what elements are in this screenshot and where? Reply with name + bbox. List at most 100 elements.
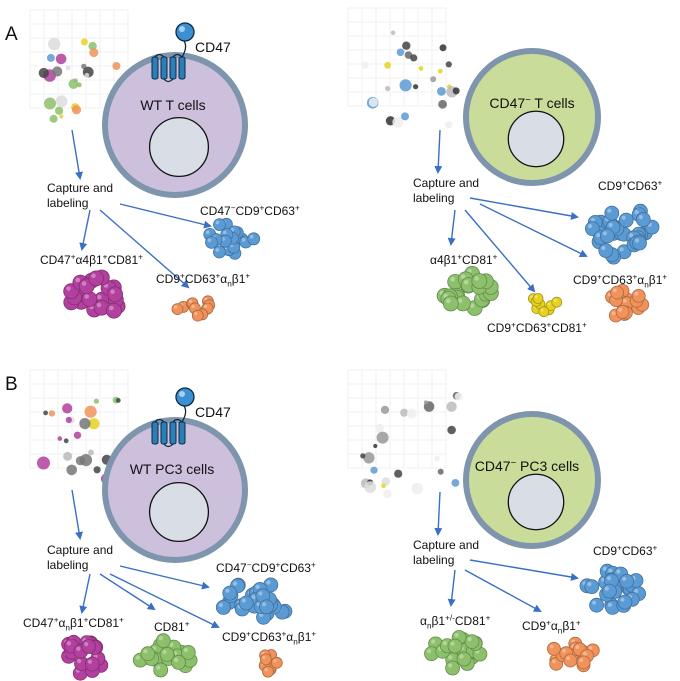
vesicle bbox=[205, 235, 218, 249]
released-vesicle bbox=[396, 48, 405, 57]
vesicle-highlight bbox=[143, 649, 148, 654]
vesicle-highlight bbox=[622, 299, 627, 303]
nucleus bbox=[507, 473, 565, 531]
a-ko-capture-label: labeling bbox=[413, 191, 454, 205]
vesicle-highlight bbox=[587, 224, 593, 229]
vesicle-highlight bbox=[582, 651, 587, 656]
vesicle bbox=[598, 243, 614, 258]
released-vesicle bbox=[406, 408, 417, 419]
vesicle-highlight bbox=[602, 566, 607, 571]
a-ko-group-label: CD9+CD63+αnβ1+ bbox=[573, 272, 667, 289]
vesicle bbox=[81, 291, 98, 308]
released-vesicle bbox=[380, 405, 390, 414]
vesicle bbox=[631, 288, 646, 303]
receptor-helix bbox=[178, 56, 186, 80]
vesicle-highlight bbox=[174, 657, 179, 663]
vesicle bbox=[445, 660, 461, 676]
released-vesicle bbox=[44, 97, 56, 110]
vesicle bbox=[270, 656, 283, 669]
vesicle-highlight bbox=[463, 280, 469, 285]
vesicle bbox=[619, 573, 635, 589]
vesicle bbox=[471, 273, 488, 289]
released-vesicle bbox=[413, 84, 419, 90]
vesicle-highlight bbox=[84, 642, 89, 647]
vesicle-highlight bbox=[534, 295, 538, 299]
released-vesicle bbox=[66, 464, 77, 476]
b-wt-vesicle-cluster bbox=[258, 649, 283, 678]
vesicle bbox=[247, 232, 261, 246]
receptor-stalk bbox=[181, 40, 187, 58]
vesicle-highlight bbox=[634, 238, 640, 243]
vesicle-highlight bbox=[427, 649, 432, 654]
released-vesicle bbox=[454, 392, 463, 401]
cd47-ligand-head bbox=[175, 387, 195, 407]
released-vesicle bbox=[445, 61, 452, 68]
vesicle-highlight bbox=[77, 658, 82, 664]
released-vesicle bbox=[446, 401, 457, 412]
b-wt-group-label: CD9+CD63+αnβ1+ bbox=[222, 629, 316, 646]
b-ko-release-arrow bbox=[434, 491, 443, 536]
vesicle-highlight bbox=[81, 281, 87, 286]
vesicle-highlight bbox=[621, 215, 626, 220]
vesicle-highlight bbox=[431, 639, 436, 644]
a-wt-cd47-receptor bbox=[151, 22, 195, 83]
released-vesicle bbox=[79, 418, 91, 430]
vesicle-highlight bbox=[579, 658, 584, 662]
vesicle bbox=[532, 293, 544, 304]
released-vesicle bbox=[437, 68, 443, 74]
released-vesicle bbox=[370, 466, 378, 474]
vesicle bbox=[599, 228, 615, 244]
vesicle-highlight bbox=[204, 304, 208, 308]
vesicle-highlight bbox=[460, 274, 466, 279]
vesicle-highlight bbox=[590, 217, 596, 223]
b-ko-group-label: αnβ1+/-CD81+ bbox=[420, 613, 491, 630]
released-vesicle bbox=[63, 438, 69, 444]
vesicle bbox=[81, 639, 97, 654]
vesicle-highlight bbox=[251, 594, 256, 600]
vesicle bbox=[212, 245, 226, 259]
vesicle bbox=[632, 235, 647, 251]
b-ko-group-label: CD9+αnβ1+ bbox=[522, 618, 581, 635]
vesicle-highlight bbox=[189, 299, 193, 303]
released-vesicle bbox=[445, 121, 453, 129]
vesicle-highlight bbox=[549, 644, 554, 649]
released-vesicle bbox=[437, 468, 444, 475]
released-vesicle bbox=[38, 67, 49, 79]
released-vesicle bbox=[68, 79, 79, 89]
vesicle-highlight bbox=[264, 668, 268, 672]
vesicle-highlight bbox=[620, 597, 625, 602]
vesicle-highlight bbox=[540, 308, 544, 312]
vesicle-highlight bbox=[205, 230, 210, 235]
vesicle bbox=[153, 662, 169, 678]
a-wt-vesicle-cluster bbox=[203, 217, 261, 260]
vesicle-highlight bbox=[634, 210, 639, 215]
released-vesicle bbox=[399, 79, 412, 92]
a-wt-capture-label: labeling bbox=[47, 196, 88, 210]
vesicle-highlight bbox=[76, 646, 81, 651]
released-vesicle bbox=[48, 410, 56, 417]
released-vesicle bbox=[411, 482, 424, 495]
receptor-helix bbox=[151, 56, 159, 80]
vesicle-highlight bbox=[575, 645, 580, 649]
released-vesicle bbox=[394, 469, 403, 478]
b-wt-released-vesicles bbox=[37, 396, 122, 485]
released-vesicle bbox=[65, 65, 71, 71]
vesicle-highlight bbox=[442, 641, 447, 646]
released-vesicle bbox=[84, 405, 97, 418]
vesicle bbox=[602, 583, 617, 599]
vesicle bbox=[259, 599, 274, 615]
vesicle-highlight bbox=[606, 576, 612, 581]
vesicle-highlight bbox=[596, 233, 601, 238]
released-vesicle bbox=[63, 451, 73, 461]
released-vesicle bbox=[93, 466, 101, 474]
a-ko-capture-label: Capture and bbox=[413, 176, 479, 190]
vesicle-highlight bbox=[608, 222, 613, 228]
a-wt-capture-label: Capture and bbox=[47, 181, 113, 195]
released-vesicle bbox=[93, 398, 99, 404]
released-vesicle bbox=[430, 76, 437, 83]
a-wt-cell-label: WT T cells bbox=[140, 97, 205, 113]
vesicle bbox=[262, 665, 274, 678]
b-wt-marker-label: CD47 bbox=[195, 404, 231, 420]
vesicle-highlight bbox=[191, 304, 195, 308]
